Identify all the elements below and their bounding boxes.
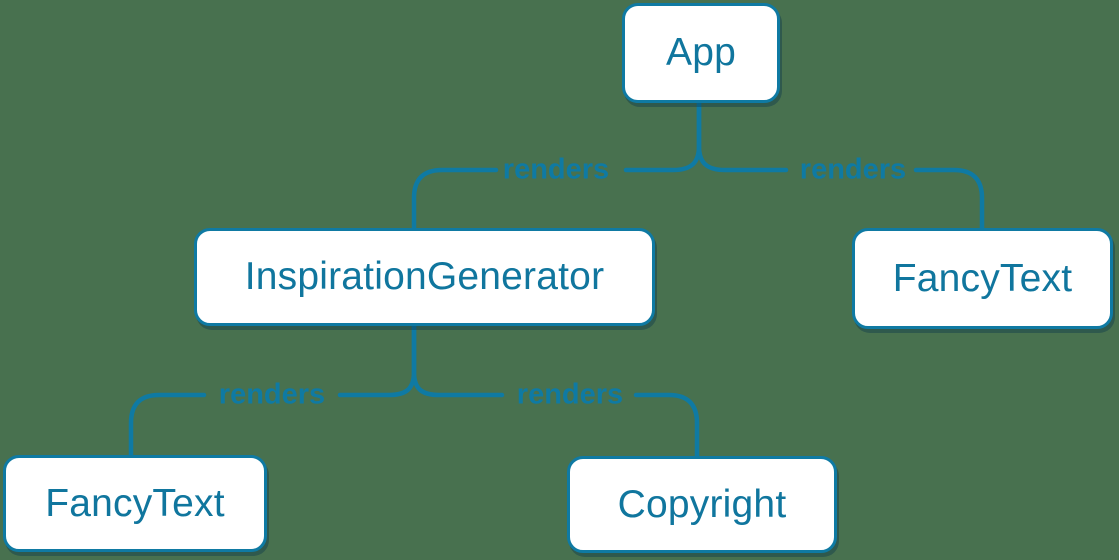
connector-app-to-fancytext-tail (913, 167, 985, 231)
edge-label-inspiration-fancytext: renders (218, 378, 326, 411)
node-app: App (622, 3, 780, 103)
node-copyright: Copyright (567, 456, 837, 553)
connector-inspiration-to-fancytext (337, 323, 417, 398)
edge-label-app-fancytext: renders (799, 153, 907, 186)
connector-app-to-inspiration (623, 100, 702, 173)
connector-inspiration-to-fancytext-tail (128, 392, 207, 458)
node-fancy-text-top: FancyText (852, 228, 1113, 329)
edge-label-app-inspiration: renders (502, 153, 610, 186)
edge-label-inspiration-copyright: renders (516, 378, 624, 411)
connector-inspiration-to-copyright-tail (633, 392, 700, 459)
connector-app-to-inspiration-tail (411, 167, 499, 231)
node-fancy-text-bottom: FancyText (3, 455, 267, 552)
connector-app-to-fancytext (696, 100, 789, 173)
connector-inspiration-to-copyright (411, 323, 505, 398)
node-inspiration-generator: InspirationGenerator (194, 228, 655, 326)
